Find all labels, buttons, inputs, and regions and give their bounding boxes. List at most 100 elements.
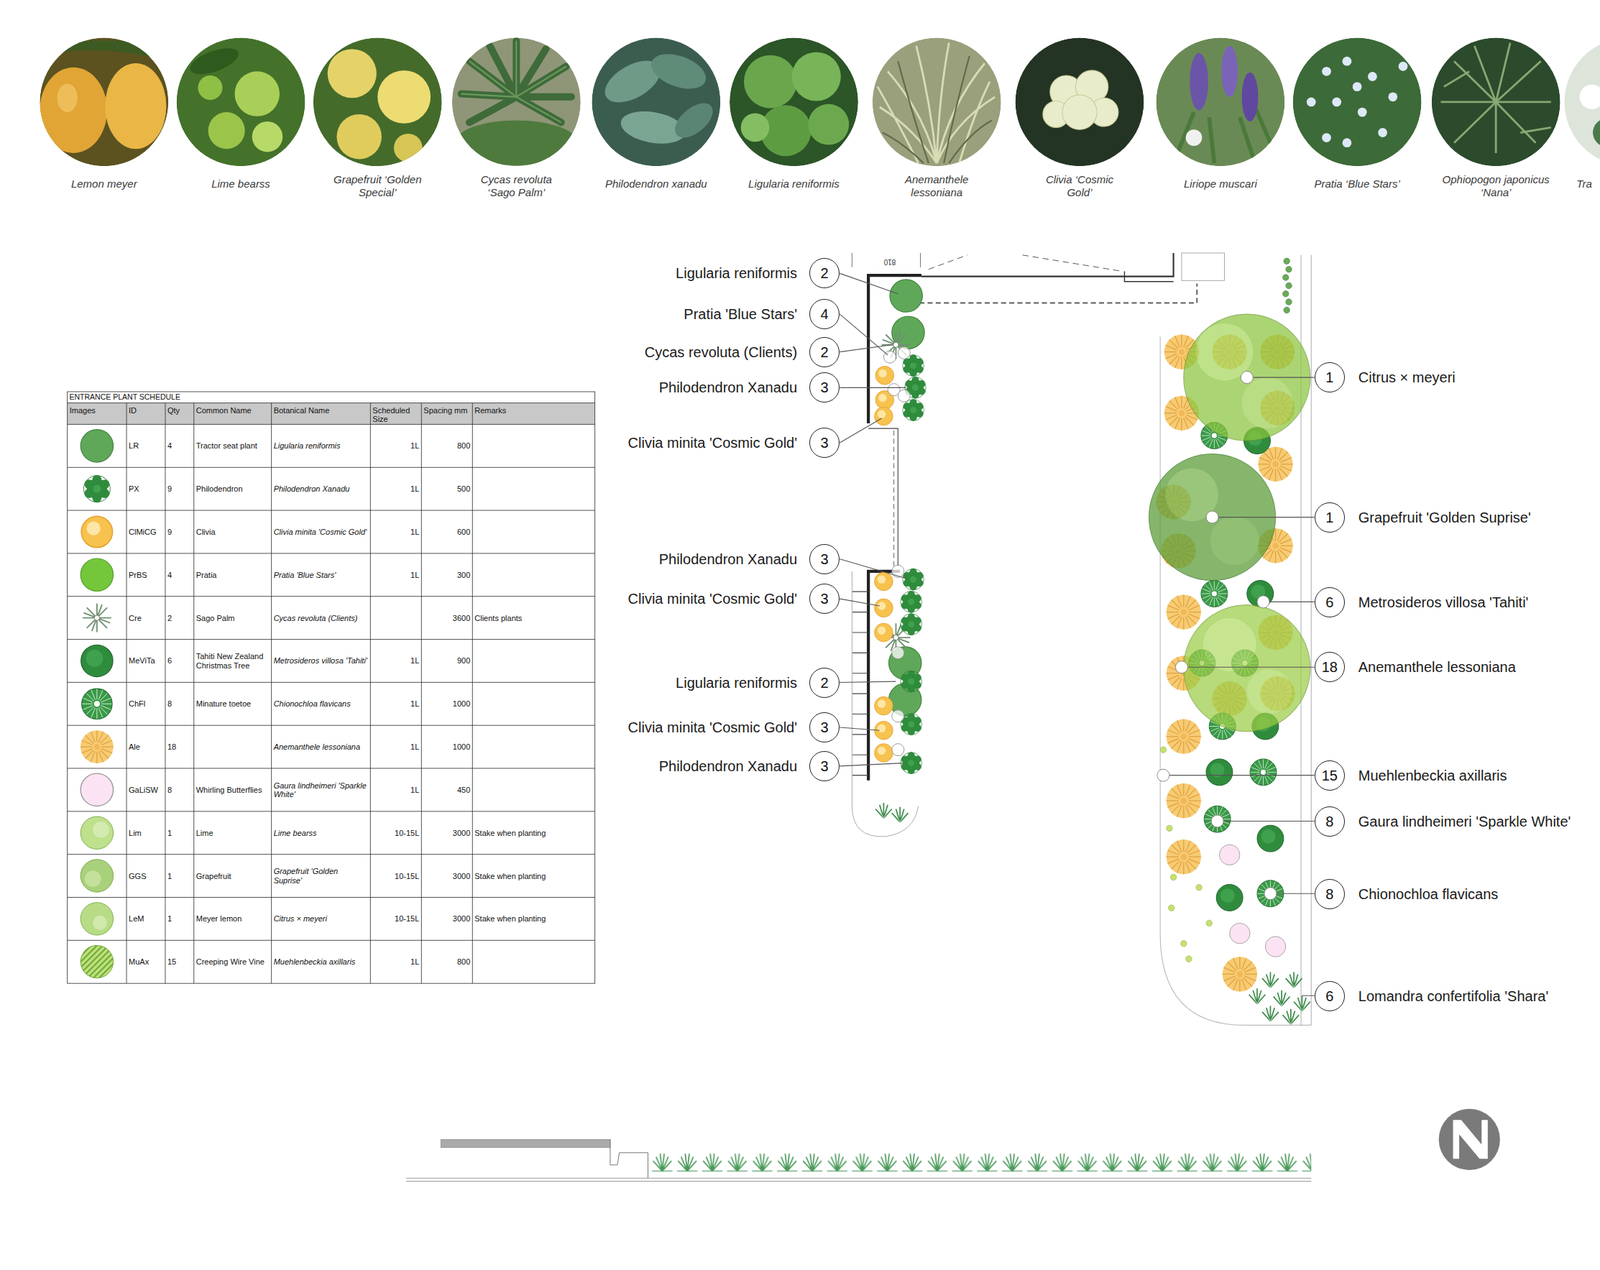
plant-photo [882, 56, 992, 164]
table-cell: Lime bearss [273, 812, 369, 854]
plant-name: Muehlenbeckia axillaris [1358, 766, 1508, 785]
table-cell: 15 [167, 941, 192, 984]
legend-symbol [80, 945, 113, 978]
leader-line [1169, 377, 1315, 996]
callout-circle: Pratia 'Blue Stars'4 [809, 299, 840, 330]
table-cell: Gaura lindheimeri 'Sparkle White' [273, 769, 369, 811]
callout-number: 2 [820, 265, 829, 281]
bed-plants [1166, 825, 1174, 832]
plant-name: Gaura lindheimeri 'Sparkle White' [1358, 812, 1572, 831]
legend-symbol [80, 730, 114, 764]
callout-number: 15 [1321, 768, 1338, 783]
leader-dot [1240, 371, 1253, 384]
plant-caption: Clivia ‘Cosmic Gold’ [1040, 173, 1120, 199]
planter-plants [875, 366, 895, 386]
table-cell: Ligularia reniformis [273, 425, 369, 468]
planter-plants [875, 802, 893, 818]
callout-circle: 15Muehlenbeckia axillaris [1314, 760, 1345, 791]
plant-photo [252, 121, 284, 153]
callout-circle: 8Gaura lindheimeri 'Sparkle White' [1314, 806, 1345, 837]
plant-photo [1357, 107, 1368, 118]
edge-planting [1285, 299, 1293, 306]
plant-photo [186, 43, 242, 80]
planter-plants [874, 598, 894, 618]
plant-caption: Anemanthele lessoniana [889, 173, 984, 199]
callout-circle: 18Anemanthele lessoniana [1314, 651, 1345, 683]
table-cell: Pratia 'Blue Stars' [273, 554, 369, 596]
building-outline [406, 1178, 1312, 1181]
table-cell: Metrosideros villosa 'Tahiti' [273, 640, 369, 683]
planter-plants [874, 572, 894, 591]
bed-plants [1166, 839, 1202, 875]
table-cell: MuAx [128, 941, 164, 984]
citrus-tree [1183, 605, 1311, 732]
bed-plants [1180, 940, 1188, 948]
plant-photo [197, 75, 223, 100]
callout-number: 3 [820, 435, 829, 450]
table-cell: Philodendron [196, 467, 270, 510]
table-header: Common Name [196, 403, 270, 425]
bed-plants [1170, 874, 1177, 881]
table-cell: Ale [128, 725, 164, 768]
plant-photo [327, 48, 377, 98]
callout-number: 3 [820, 552, 829, 567]
edge-planting [1283, 306, 1291, 314]
bed-plants [1219, 844, 1240, 865]
table-cell: 1L [372, 511, 420, 553]
plant-photo [1173, 107, 1271, 164]
plant-caption: Cycas revoluta ‘Sago Palm’ [465, 173, 567, 199]
leader-line [839, 273, 906, 767]
plant-photo [1321, 132, 1332, 143]
bed-plants [1293, 995, 1311, 1011]
table-header: Qty [167, 403, 192, 425]
callout-circle: 6Metrosideros villosa 'Tahiti' [1314, 587, 1345, 618]
callout-circle: Clivia minita 'Cosmic Gold'3 [809, 427, 840, 458]
plant-name: Anemanthele lessoniana [1358, 658, 1516, 676]
plant-photo [176, 38, 306, 167]
table-cell: ClMiCG [128, 511, 164, 553]
table-cell: 900 [423, 640, 471, 683]
plant-photo [1377, 127, 1388, 138]
table-cell: GaLiSW [128, 769, 164, 811]
table-header: Remarks [474, 403, 593, 425]
edge-planting [1285, 282, 1293, 289]
legend-symbol [83, 475, 110, 503]
table-cell: 4 [167, 554, 192, 596]
citrus-tree [1247, 669, 1292, 714]
callout-circle: 1Grapefruit 'Golden Suprise' [1314, 502, 1345, 533]
table-cell: 1L [372, 683, 420, 726]
table-cell: Whirling Butterflies [196, 769, 270, 811]
plant-photo [1155, 38, 1285, 167]
plant-photo [807, 104, 849, 146]
table-cell: Muehlenbeckia axillaris [273, 941, 369, 984]
plant-photo [1293, 38, 1422, 167]
table-cell: 1L [372, 725, 420, 768]
table-cell: 800 [423, 941, 471, 984]
table-cell: Philodendron Xanadu [273, 467, 369, 510]
table-cell: Stake when planting [474, 855, 593, 898]
edge-planting [1283, 258, 1291, 265]
legend-symbol [80, 429, 114, 979]
table-cell: Anemanthele lessoniana [273, 725, 369, 768]
plant-photo [57, 83, 78, 113]
plant-photo [39, 38, 169, 167]
legend-symbol [81, 644, 113, 677]
table-cell: 1 [167, 898, 192, 941]
plant-photo [729, 38, 859, 167]
plant-photo [741, 113, 770, 143]
table-cell: Citrus × meyeri [273, 898, 369, 941]
plant-photo [336, 114, 381, 159]
planter-plants [897, 389, 910, 402]
callout-number: 6 [1325, 989, 1334, 1004]
leader-dot [1157, 371, 1277, 900]
bed-plants [1206, 920, 1213, 927]
planter-plants [892, 807, 909, 823]
north-arrow [1453, 1119, 1488, 1159]
table-cell: ChFl [128, 683, 164, 726]
plant-photo [1441, 43, 1552, 154]
table-header: Spacing mm [423, 403, 471, 425]
leader-dot [1257, 595, 1270, 609]
table-cell: 3000 [423, 812, 471, 854]
plant-caption: Grapefruit ‘Golden Special’ [323, 173, 432, 199]
